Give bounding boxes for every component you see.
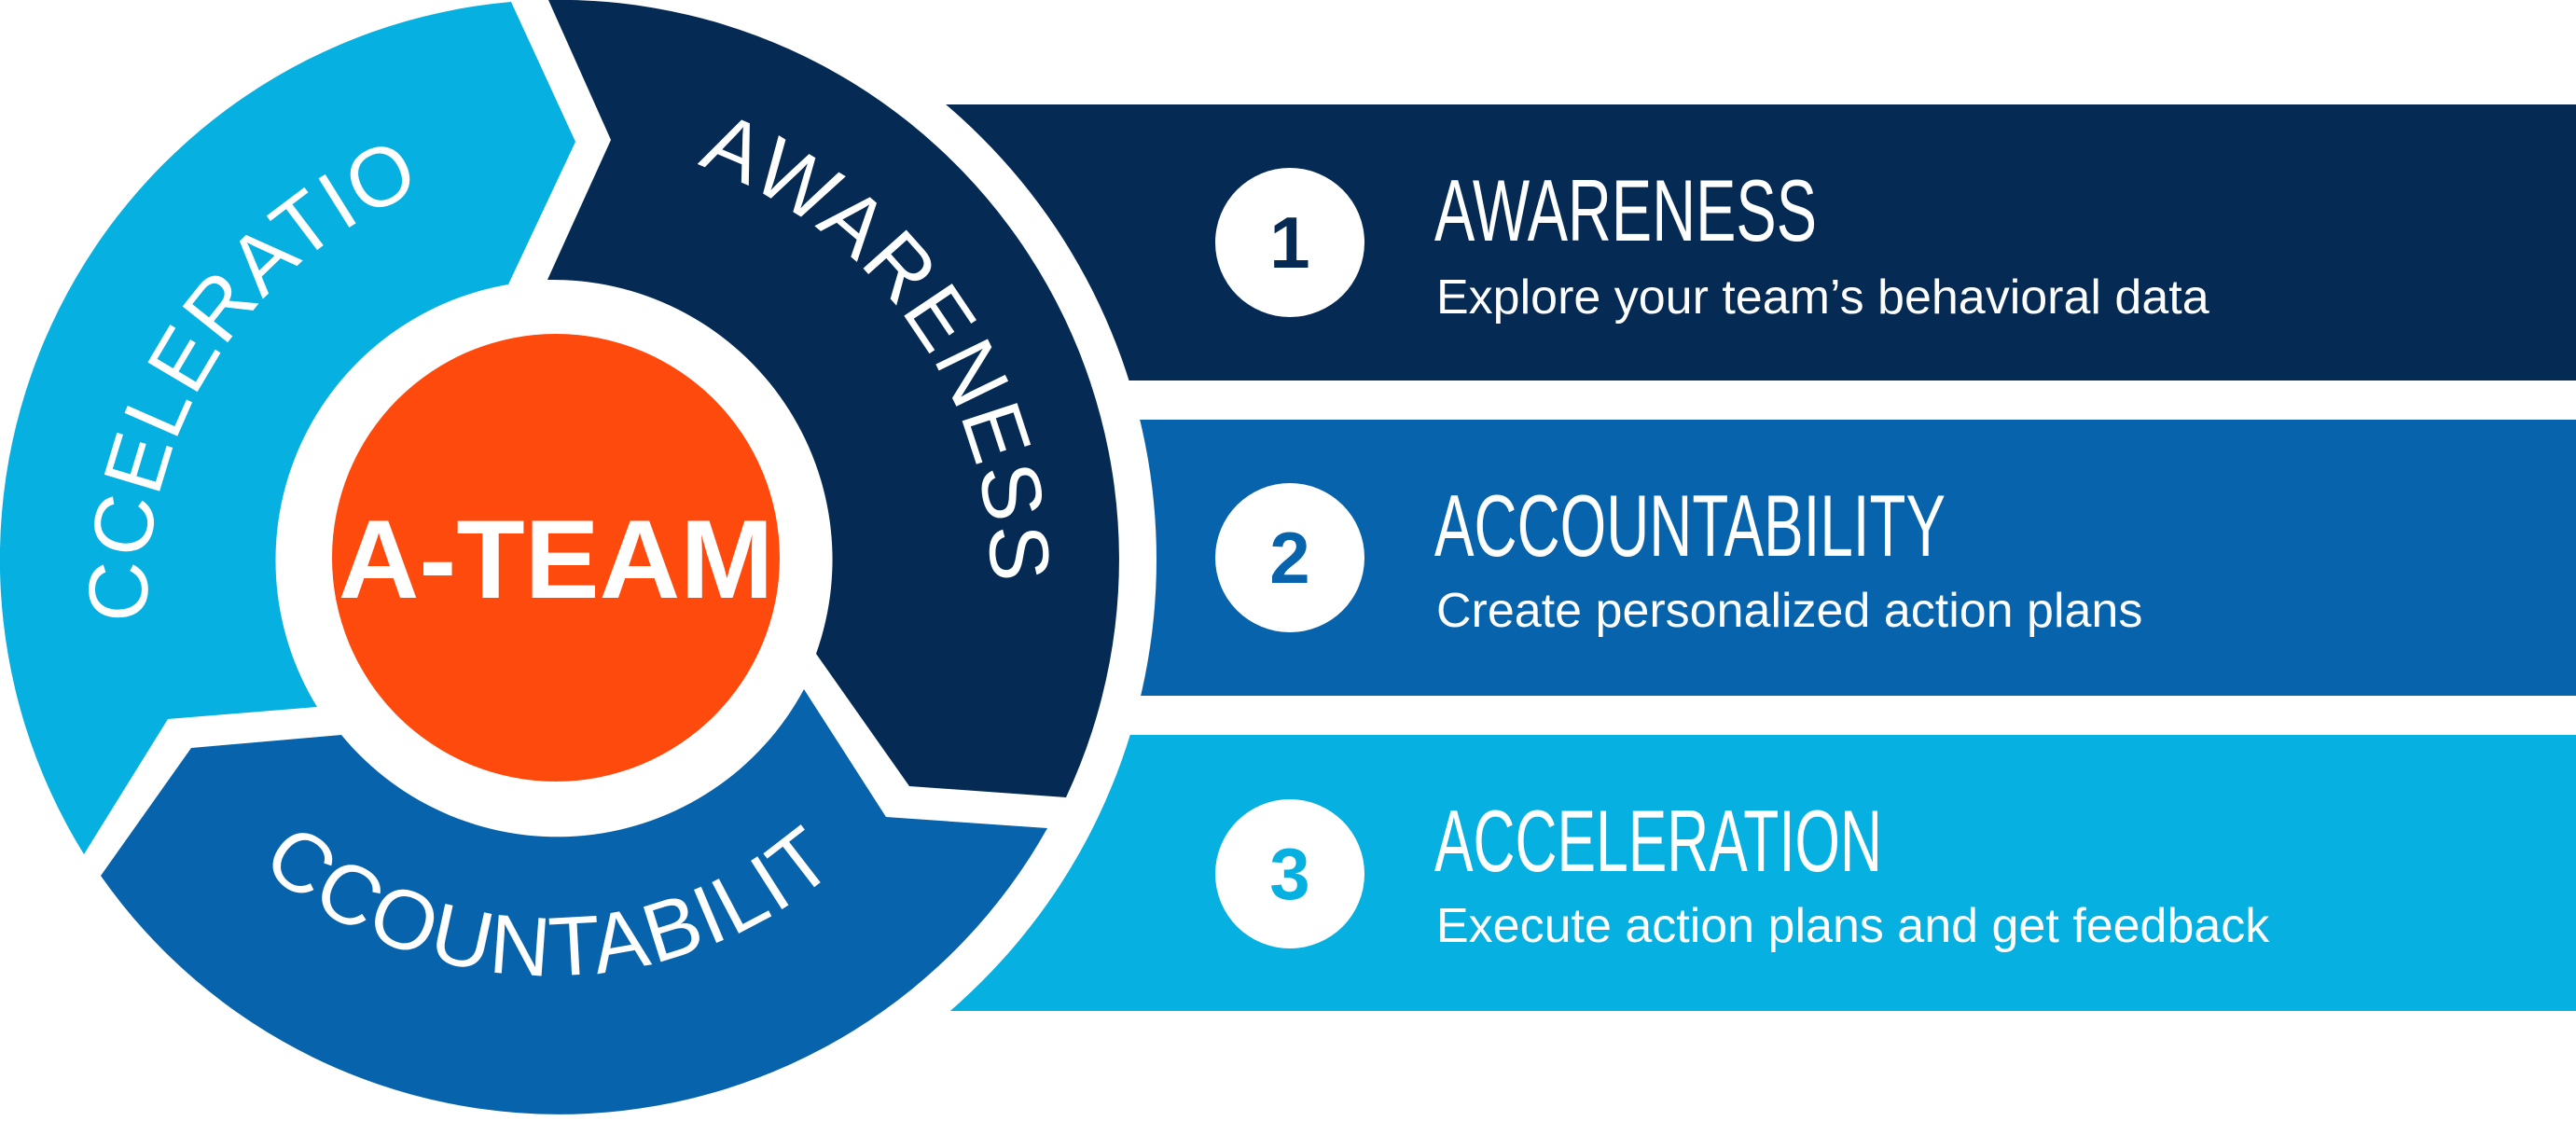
ring-segment-awareness <box>547 0 1119 797</box>
step-band-3: 3 ACCELERATION Execute action plans and … <box>933 735 2576 1011</box>
center-hub <box>332 334 780 782</box>
step-number-1: 1 <box>1269 201 1309 284</box>
step-description-2: Create personalized action plans <box>1436 584 2142 638</box>
step-band-2: 2 ACCOUNTABILITY Create personalized act… <box>933 420 2576 696</box>
step-number-3: 3 <box>1269 833 1309 915</box>
step-badge-2 <box>1215 483 1364 632</box>
step-number-2: 2 <box>1269 517 1309 599</box>
step-title-2: ACCOUNTABILITY <box>1434 477 1946 574</box>
ring-segment-acceleration <box>0 2 575 854</box>
center-label: A-TEAM <box>339 497 774 622</box>
step-title-3: ACCELERATION <box>1434 792 1882 890</box>
step-badge-3 <box>1215 799 1364 948</box>
step-description-3: Execute action plans and get feedback <box>1436 899 2270 953</box>
ring-segment-accountability <box>101 689 1047 1114</box>
step-band-1: 1 AWARENESS Explore your team’s behavior… <box>933 104 2576 381</box>
step-description-1: Explore your team’s behavioral data <box>1436 270 2209 325</box>
step-badge-1 <box>1215 168 1364 317</box>
step-title-1: AWARENESS <box>1434 161 1817 259</box>
